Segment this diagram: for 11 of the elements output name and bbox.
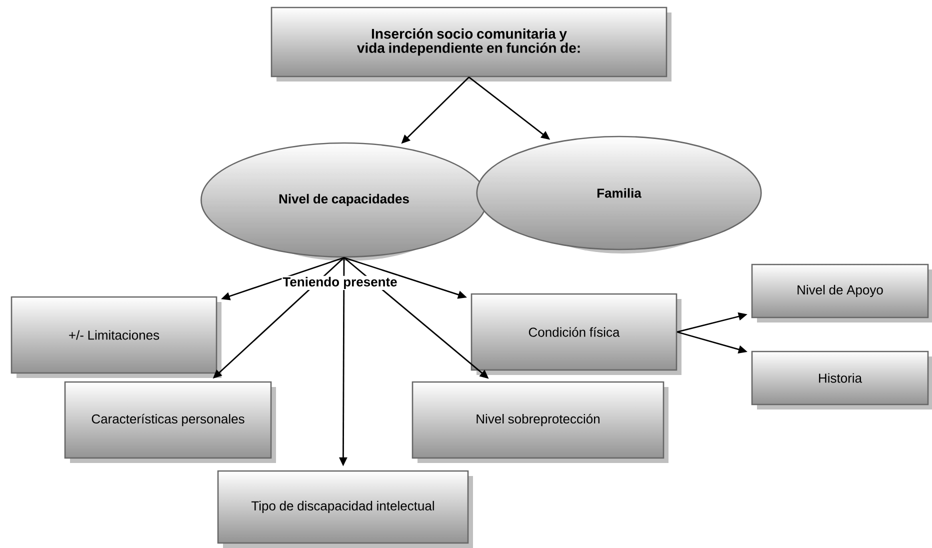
ellipse-node: Familia	[476, 136, 762, 254]
process-box: Inserción socio comunitaria y vida independiente en función de:	[270, 6, 672, 82]
text-label: Teniendo presente	[282, 276, 398, 290]
process-box: Condición física	[470, 293, 682, 375]
process-box: Nivel de Apoyo	[751, 264, 932, 322]
process-box: Nivel sobreprotección	[412, 381, 668, 463]
ellipse-node: Nivel de capacidades	[200, 142, 488, 261]
process-box: Tipo de discapacidad intelectual	[217, 470, 473, 548]
process-box: Características personales	[64, 381, 276, 463]
process-box: +/- Limitaciones	[10, 296, 222, 378]
process-box: Historia	[751, 350, 932, 410]
